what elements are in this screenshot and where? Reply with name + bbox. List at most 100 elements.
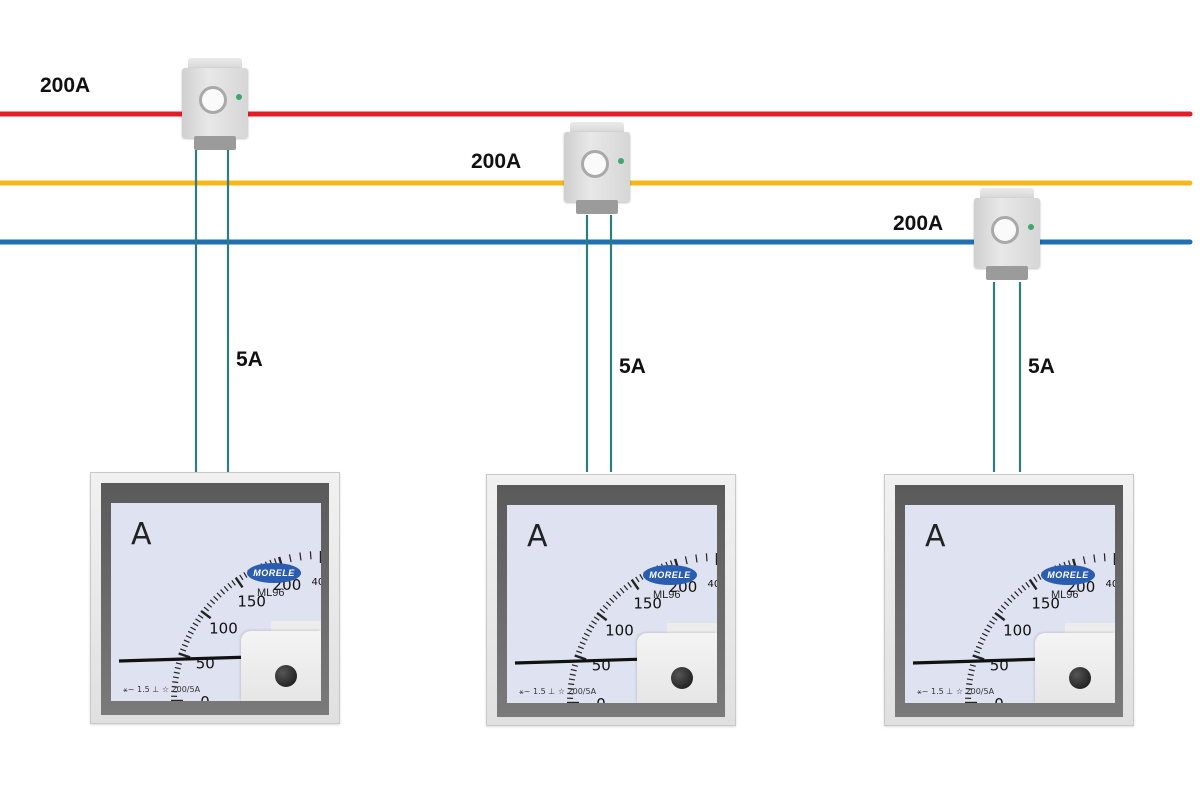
scale-tick xyxy=(630,578,640,591)
scale-label-150: 150 xyxy=(237,593,266,611)
scale-tick xyxy=(972,654,985,661)
scale-tick xyxy=(612,594,618,600)
scale-tick xyxy=(581,637,588,641)
ct-window xyxy=(199,86,227,114)
scale-tick xyxy=(609,597,615,603)
scale-tick xyxy=(997,608,1004,614)
primary-current-label-1: 200A xyxy=(40,74,91,97)
scale-tick xyxy=(1003,601,1010,607)
scale-label-100: 100 xyxy=(605,622,634,640)
secondary-current-label-2: 5A xyxy=(619,355,646,378)
scale-tick xyxy=(209,599,216,605)
scale-tick xyxy=(171,685,178,688)
secondary-current-label-3: 5A xyxy=(1028,355,1055,378)
ct-terminal-block xyxy=(194,136,236,150)
scale-tick xyxy=(977,641,984,646)
scale-tick xyxy=(974,650,981,654)
scale-tick xyxy=(213,595,219,601)
scale-tick xyxy=(994,611,1006,622)
scale-tick xyxy=(705,553,708,562)
scale-tick xyxy=(299,552,302,561)
scale-tick xyxy=(965,687,972,690)
scale-tick xyxy=(1017,588,1023,594)
scale-tick xyxy=(966,678,973,681)
scale-tick xyxy=(178,652,191,659)
meter-model: ML96 xyxy=(653,589,681,601)
scale-tick xyxy=(172,676,179,679)
scale-tick xyxy=(602,604,609,610)
ammeter-1: 050100150200400AMORELEML96⚹~ 1.5 ⊥ ☆ 200… xyxy=(90,472,340,724)
meter-face: 050100150200400AMORELEML96⚹~ 1.5 ⊥ ☆ 200… xyxy=(507,505,717,703)
scale-label-100: 100 xyxy=(1003,622,1032,640)
scale-tick xyxy=(991,616,998,621)
scale-tick xyxy=(577,645,584,650)
scale-tick xyxy=(197,614,204,619)
zero-adjust-knob-icon[interactable] xyxy=(275,665,297,687)
scale-tick xyxy=(174,666,181,670)
meter-needle xyxy=(514,657,648,665)
secondary-current-label-1: 5A xyxy=(236,348,263,371)
ct-window xyxy=(581,150,609,178)
scale-tick xyxy=(203,606,210,612)
meter-face: 050100150200400AMORELEML96⚹~ 1.5 ⊥ ☆ 200… xyxy=(905,505,1115,703)
meter-model: ML96 xyxy=(257,587,285,599)
scale-tick xyxy=(684,556,688,565)
scale-tick xyxy=(966,683,973,686)
scale-tick xyxy=(1000,604,1007,610)
scale-tick xyxy=(967,673,974,676)
scale-tick xyxy=(984,628,990,633)
scale-tick xyxy=(968,668,975,672)
ammeter-2: 050100150200400AMORELEML96⚹~ 1.5 ⊥ ☆ 200… xyxy=(486,474,736,726)
scale-tick xyxy=(309,551,312,560)
scale-label-0: 0 xyxy=(200,693,210,701)
scale-tick xyxy=(234,576,244,589)
scale-tick xyxy=(627,582,632,588)
scale-tick xyxy=(616,591,622,597)
scale-tick xyxy=(986,624,993,629)
scale-label-100: 100 xyxy=(209,620,238,638)
primary-current-label-3: 200A xyxy=(893,212,944,235)
current-transformer-2 xyxy=(560,122,634,218)
ct-window xyxy=(991,216,1019,244)
scale-tick xyxy=(172,681,179,684)
scale-tick xyxy=(1014,591,1020,597)
meter-needle xyxy=(118,655,252,663)
scale-tick xyxy=(173,671,180,674)
meter-unit-label: A xyxy=(527,519,548,554)
scale-tick xyxy=(216,592,222,598)
scale-tick xyxy=(223,586,229,592)
scale-tick xyxy=(593,616,600,621)
zero-adjust-knob-icon[interactable] xyxy=(1069,667,1091,689)
zero-adjust-knob-icon[interactable] xyxy=(671,667,693,689)
scale-tick xyxy=(591,620,597,625)
scale-tick xyxy=(989,620,995,625)
scale-tick xyxy=(567,687,574,690)
meter-model: ML96 xyxy=(1051,589,1079,601)
scale-tick xyxy=(220,589,226,595)
scale-tick xyxy=(605,601,612,607)
primary-current-label-2: 200A xyxy=(471,150,522,173)
scale-tick xyxy=(568,678,575,681)
scale-tick xyxy=(190,626,196,631)
scale-tick xyxy=(574,654,587,661)
scale-tick xyxy=(1007,597,1013,603)
scale-tick xyxy=(200,609,212,620)
scale-tick xyxy=(975,645,982,650)
scale-tick xyxy=(1082,556,1086,565)
ct-indicator-icon xyxy=(236,94,242,100)
scale-tick xyxy=(1033,576,1038,583)
scale-tick xyxy=(227,582,233,589)
scale-tick xyxy=(981,632,988,637)
scale-tick xyxy=(1103,553,1106,562)
meter-unit-label: A xyxy=(131,517,152,552)
scale-tick xyxy=(583,632,590,637)
scale-tick xyxy=(1028,578,1038,591)
ct-terminal-block xyxy=(576,200,618,214)
scale-tick xyxy=(568,683,575,686)
scale-tick xyxy=(599,608,606,614)
scale-tick xyxy=(239,574,244,581)
scale-tick xyxy=(1093,554,1096,563)
scale-tick xyxy=(579,641,586,646)
scale-tick xyxy=(181,643,188,648)
